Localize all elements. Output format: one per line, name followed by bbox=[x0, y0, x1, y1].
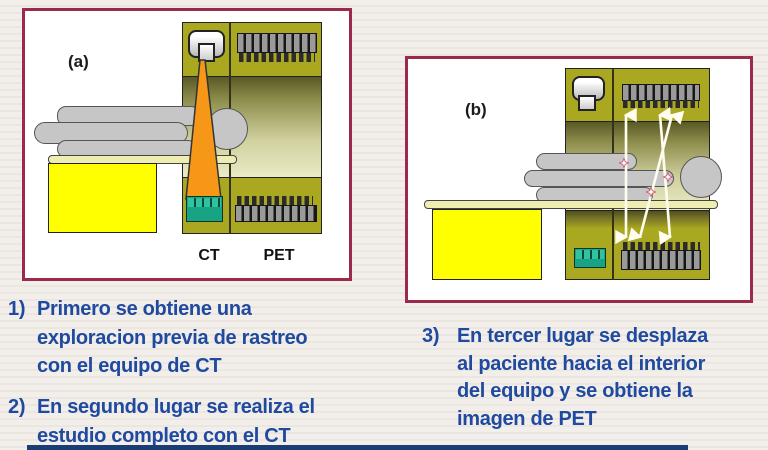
pet-detector-array-bottom bbox=[235, 205, 317, 222]
pet-detector-array-bottom bbox=[621, 250, 701, 270]
instruction-2: 2) En segundo lugar se realiza el estudi… bbox=[8, 393, 363, 450]
xray-tube-collimator bbox=[198, 43, 215, 62]
instruction-3-number: 3) bbox=[422, 325, 440, 347]
instruction-3-line-3: del equipo y se obtiene la bbox=[457, 380, 693, 402]
ct-beam-cone bbox=[185, 59, 222, 200]
instruction-2-line-1: En segundo lugar se realiza el bbox=[37, 396, 315, 418]
annihilation-star bbox=[618, 157, 674, 198]
panel-a: (a) CT PET bbox=[22, 8, 352, 281]
instruction-3-line-1: En tercer lugar se desplaza bbox=[457, 325, 708, 347]
panel-b-label: (b) bbox=[465, 100, 487, 119]
instruction-1-number: 1) bbox=[8, 298, 26, 320]
pet-detector-teeth-top bbox=[239, 53, 315, 62]
ct-detector bbox=[574, 248, 606, 268]
ct-detector bbox=[186, 196, 223, 222]
table-pedestal bbox=[432, 209, 542, 280]
instruction-1-line-1: Primero se obtiene una bbox=[37, 298, 252, 320]
instruction-2-line-2: estudio completo con el CT bbox=[37, 424, 291, 447]
instruction-1: 1) Primero se obtiene una exploracion pr… bbox=[8, 295, 353, 381]
ct-detector-cells bbox=[188, 198, 221, 207]
instruction-3-line-2: al paciente hacia el interior bbox=[457, 352, 706, 375]
instruction-2-text: En segundo lugar se realiza el estudio c… bbox=[37, 393, 315, 450]
footer-accent-bar bbox=[27, 445, 688, 450]
xray-tube-collimator bbox=[578, 95, 596, 111]
ct-axis-label: CT bbox=[198, 247, 220, 264]
instruction-1-line-2: exploracion previa de rastreo bbox=[37, 326, 308, 349]
pet-detector-teeth-bottom bbox=[623, 242, 700, 250]
ct-detector-cells bbox=[576, 250, 604, 259]
instruction-3-text: En tercer lugar se desplaza al paciente … bbox=[457, 323, 708, 433]
pet-axis-label: PET bbox=[263, 247, 295, 264]
patient-head bbox=[680, 156, 722, 198]
panel-b: (b) bbox=[405, 56, 753, 303]
pet-detector-teeth-bottom bbox=[237, 196, 313, 205]
pet-detector-teeth-top bbox=[623, 100, 699, 108]
instruction-3: 3) En tercer lugar se desplaza al pacien… bbox=[422, 323, 757, 433]
gamma-ray-arrows bbox=[615, 106, 685, 246]
scan-table bbox=[424, 200, 718, 209]
pet-detector-array-top bbox=[237, 33, 317, 53]
instruction-1-text: Primero se obtiene una exploracion previ… bbox=[37, 295, 308, 381]
instruction-3-line-4: imagen de PET bbox=[457, 407, 597, 430]
instruction-2-number: 2) bbox=[8, 396, 26, 418]
panel-a-label: (a) bbox=[68, 52, 89, 71]
instruction-1-line-3: con el equipo de CT bbox=[37, 355, 222, 377]
table-pedestal bbox=[48, 163, 157, 233]
